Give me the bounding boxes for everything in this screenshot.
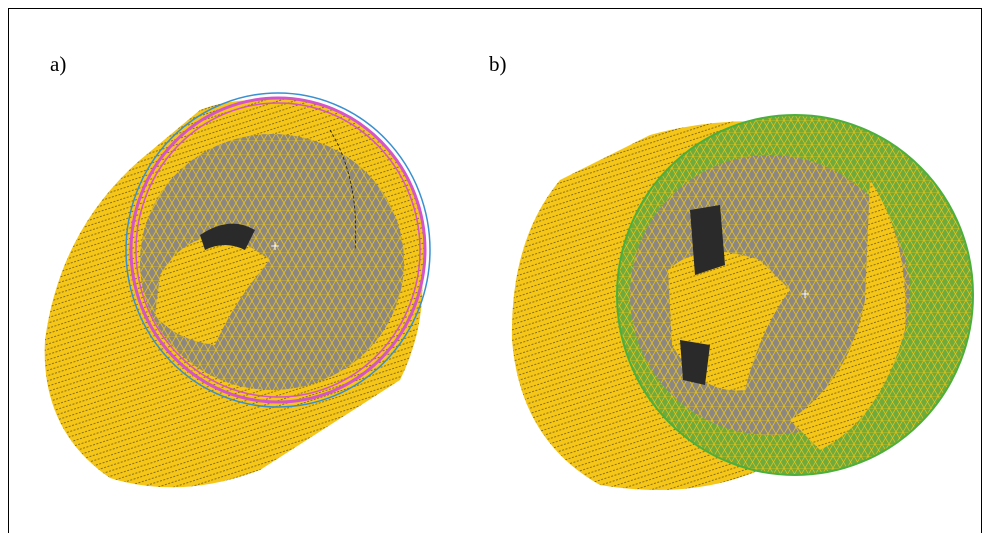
- svg-text:+: +: [270, 239, 280, 253]
- inner-cavity-a: [155, 236, 270, 345]
- panel-a-label: a): [50, 52, 67, 76]
- panel-b-mesh: +: [511, 114, 974, 490]
- panel-b-label: b): [489, 52, 507, 76]
- panel-a-mesh: +: [44, 92, 431, 488]
- svg-text:+: +: [800, 287, 810, 301]
